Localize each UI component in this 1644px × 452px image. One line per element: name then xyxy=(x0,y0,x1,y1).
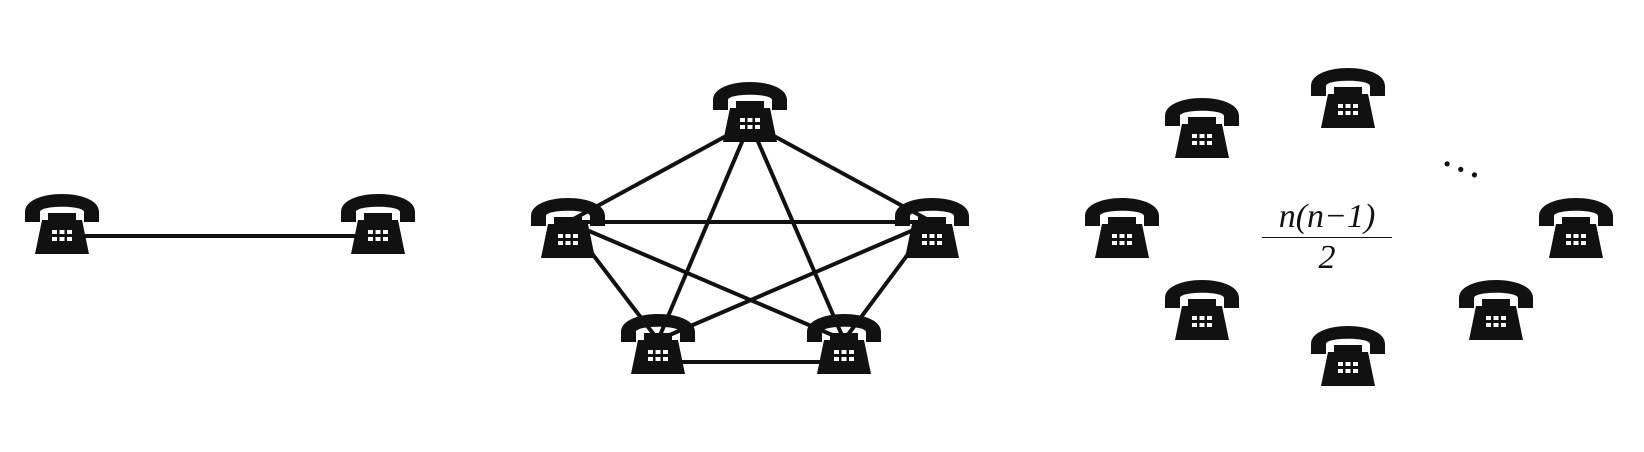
telephone-icon xyxy=(807,314,881,374)
telephone-icon xyxy=(25,194,99,254)
telephone-icon xyxy=(1539,198,1613,258)
link-line xyxy=(566,220,846,342)
telephone-icon xyxy=(1459,280,1533,340)
telephone-icon xyxy=(1085,198,1159,258)
telephone-icon xyxy=(1165,98,1239,158)
telephone-icon xyxy=(531,198,605,258)
telephone-icon xyxy=(713,82,787,142)
link-line xyxy=(748,121,846,342)
link-line xyxy=(656,220,934,342)
formula-denominator: 2 xyxy=(1318,239,1336,276)
telephone-icon xyxy=(621,314,695,374)
telephone-icon xyxy=(895,198,969,258)
telephone-icon xyxy=(1311,68,1385,128)
telephone-icon xyxy=(341,194,415,254)
formula-numerator: n(n−1) xyxy=(1262,200,1392,238)
telephone-icon xyxy=(1311,326,1385,386)
formula: n(n−1) 2 xyxy=(1262,200,1392,275)
connection-lines xyxy=(60,121,934,364)
link-line xyxy=(656,121,752,342)
telephone-icon xyxy=(1165,280,1239,340)
